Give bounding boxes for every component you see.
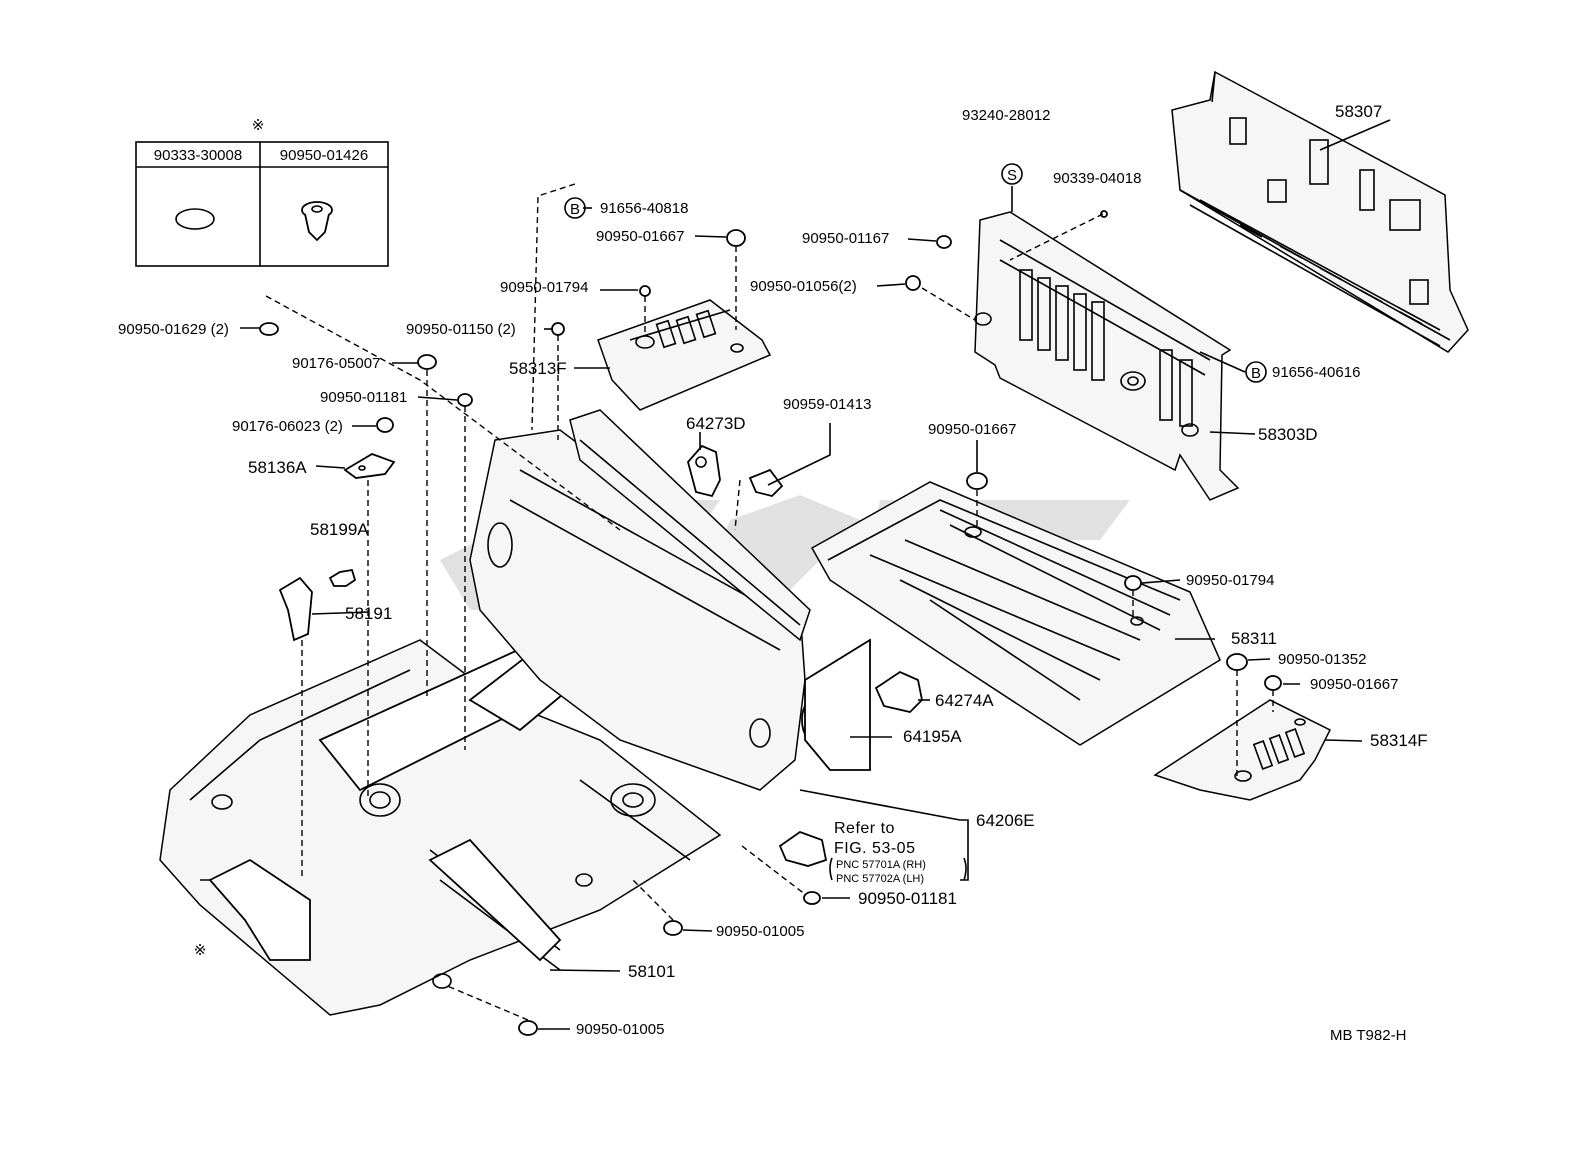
part-58314F-cover xyxy=(1153,699,1332,801)
part-58303D-panel xyxy=(974,211,1240,501)
svg-text:B: B xyxy=(570,201,580,218)
label-58101: 58101 xyxy=(628,962,675,981)
nut-icon xyxy=(259,322,279,336)
part-64206E-bracket xyxy=(569,409,811,642)
label-90950-01352: 90950-01352 xyxy=(1278,651,1366,668)
inset-col2-part: 90950-01426 xyxy=(280,147,368,164)
plug-icon xyxy=(1264,675,1282,691)
plug-icon xyxy=(518,1020,538,1036)
label-64273D: 64273D xyxy=(686,414,746,433)
label-91656-40818: 91656-40818 xyxy=(600,200,688,217)
refer-line3: PNC 57701A (RH) xyxy=(836,859,926,871)
label-91656-40616: 91656-40616 xyxy=(1272,364,1360,381)
label-58199A: 58199A xyxy=(310,520,369,539)
label-90950-01667-mid: 90950-01667 xyxy=(928,421,1016,438)
plug-icon xyxy=(803,891,821,905)
label-58191: 58191 xyxy=(345,604,392,623)
plug-oval-icon xyxy=(175,208,215,230)
nut-icon xyxy=(417,354,437,370)
label-90950-01181-bottom: 90950-01181 xyxy=(858,889,957,908)
nut-icon xyxy=(905,275,921,291)
leader-lines xyxy=(240,119,1391,1030)
label-90339-04018: 90339-04018 xyxy=(1053,170,1141,187)
inset-col1-part: 90333-30008 xyxy=(154,147,242,164)
part-58307-panel xyxy=(1171,70,1469,353)
label-58314F: 58314F xyxy=(1370,731,1428,750)
label-90176-05007: 90176-05007 xyxy=(292,355,380,372)
nut-icon xyxy=(376,417,394,433)
label-58303D: 58303D xyxy=(1258,425,1318,444)
refer-bracket-icon xyxy=(778,830,828,867)
plug-icon xyxy=(457,393,473,407)
label-64195A: 64195A xyxy=(903,727,962,746)
part-labels: 58307 93240-28012 90339-04018 90950-0116… xyxy=(118,102,1428,1038)
label-90176-06023: 90176-06023 (2) xyxy=(232,418,343,435)
label-58136A: 58136A xyxy=(248,458,307,477)
bolt-icon xyxy=(1100,210,1108,218)
label-90950-01181-top: 90950-01181 xyxy=(320,389,407,406)
part-64274A-bumper xyxy=(874,670,923,713)
label-90950-01167: 90950-01167 xyxy=(802,230,889,247)
label-64206E: 64206E xyxy=(976,811,1035,830)
circled-b-icon: B xyxy=(564,197,586,219)
part-58191-bracket xyxy=(278,576,313,642)
part-58136A-bracket xyxy=(343,453,396,479)
note-mark-bottom: ※ xyxy=(194,942,207,959)
label-58307: 58307 xyxy=(1335,102,1382,121)
label-90950-01005-bottom: 90950-01005 xyxy=(576,1021,664,1038)
label-58313F: 58313F xyxy=(509,359,567,378)
circled-s-icon: S xyxy=(1001,163,1023,185)
plug-icon xyxy=(663,920,683,936)
label-64274A: 64274A xyxy=(935,691,994,710)
label-90950-01794-top: 90950-01794 xyxy=(500,279,588,296)
label-90950-01629: 90950-01629 (2) xyxy=(118,321,229,338)
plug-icon xyxy=(726,229,746,247)
plug-icon xyxy=(639,285,651,297)
refer-line4: PNC 57702A (LH) xyxy=(836,873,924,885)
label-90950-01667-right: 90950-01667 xyxy=(1310,676,1398,693)
refer-note: Refer to FIG. 53-05 PNC 57701A (RH) PNC … xyxy=(829,820,967,885)
label-90950-01005-mid: 90950-01005 xyxy=(716,923,804,940)
svg-text:B: B xyxy=(1251,365,1261,382)
plug-icon xyxy=(1124,575,1142,591)
label-90950-01667-top: 90950-01667 xyxy=(596,228,684,245)
part-58311-floor-panel xyxy=(810,481,1221,746)
part-58313F-cover xyxy=(597,299,772,411)
label-90950-01794-right: 90950-01794 xyxy=(1186,572,1274,589)
label-90950-01150: 90950-01150 (2) xyxy=(406,321,516,338)
part-90959-01413-clip xyxy=(748,468,784,497)
circled-b-icon: B xyxy=(1245,361,1267,383)
nut-icon xyxy=(936,235,952,249)
refer-line2: FIG. 53-05 xyxy=(834,840,915,857)
dashed-leader-lines xyxy=(265,183,1274,1021)
clip-icon xyxy=(301,201,333,242)
refer-line1: Refer to xyxy=(834,820,895,837)
svg-text:S: S xyxy=(1007,167,1017,184)
part-58199A-bolt xyxy=(328,568,357,587)
label-58311: 58311 xyxy=(1231,629,1277,648)
diagram-code: MB T982-H xyxy=(1330,1027,1406,1044)
label-93240-28012: 93240-28012 xyxy=(962,107,1050,124)
plug-icon xyxy=(1226,653,1248,671)
plug-icon xyxy=(551,322,565,336)
part-64195A-panel xyxy=(469,429,871,791)
inset-note-mark: ※ xyxy=(252,117,265,134)
label-90950-01056: 90950-01056(2) xyxy=(750,278,857,295)
inset-table: ※ 90333-30008 90950-01426 xyxy=(135,117,389,267)
fastener-icons xyxy=(259,210,1282,1036)
part-64273D-bumper xyxy=(687,444,721,498)
plug-icon xyxy=(966,472,988,490)
label-90959-01413: 90959-01413 xyxy=(783,396,871,413)
